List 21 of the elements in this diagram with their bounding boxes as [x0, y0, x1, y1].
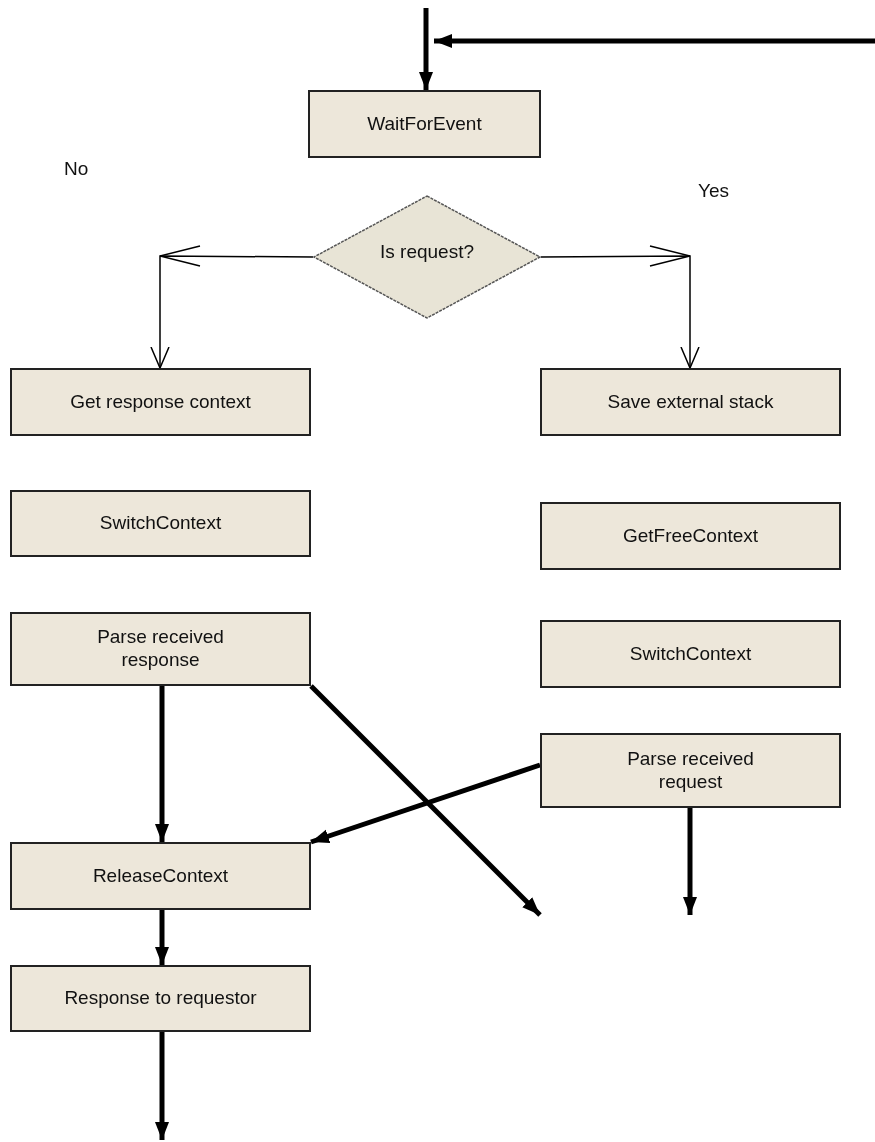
process-box: Get response context [10, 368, 311, 436]
process-box: GetFreeContext [540, 502, 841, 570]
arrow [155, 910, 169, 965]
process-box: Save external stack [540, 368, 841, 436]
decision-diamond: Is request? [313, 195, 541, 319]
process-box: Parse received response [10, 612, 311, 686]
arrow [150, 245, 314, 369]
process-box: Parse received request [540, 733, 841, 808]
arrow [309, 684, 542, 917]
arrow [419, 8, 433, 90]
arrow [683, 808, 697, 915]
process-box: WaitForEvent [308, 90, 541, 158]
arrow [155, 686, 169, 842]
arrow [540, 245, 700, 369]
arrow [434, 34, 875, 48]
process-box: SwitchContext [10, 490, 311, 557]
arrow [155, 1032, 169, 1140]
process-box: SwitchContext [540, 620, 841, 688]
process-box: Response to requestor [10, 965, 311, 1032]
process-box: ReleaseContext [10, 842, 311, 910]
arrow [310, 762, 541, 845]
